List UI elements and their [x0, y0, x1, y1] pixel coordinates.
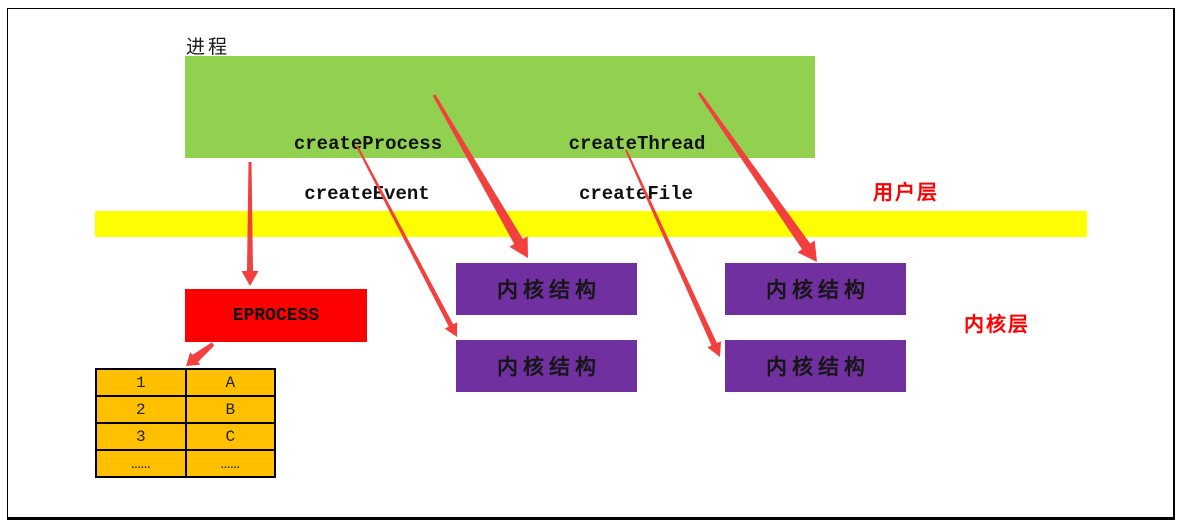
api-createfile-label: createFile — [578, 183, 694, 205]
kernel-struct-label: 内核结构 — [766, 278, 870, 302]
api-createevent-label: createEvent — [304, 183, 430, 205]
table-row: 3 C — [95, 422, 276, 451]
table-cell: B — [184, 395, 276, 424]
user-mode-box: createProcess createThread createEvent c… — [185, 56, 815, 204]
layer-boundary-band — [95, 211, 1087, 237]
kernel-struct-label: 内核结构 — [497, 355, 601, 379]
table-cell: 3 — [95, 422, 187, 451]
api-createprocess-label: createProcess — [293, 133, 443, 155]
table-row: 1 A — [95, 368, 276, 397]
handle-table: 1 A 2 B 3 C …… …… — [95, 368, 276, 478]
kernel-struct-label: 内核结构 — [497, 278, 601, 302]
kernel-struct-label: 内核结构 — [766, 355, 870, 379]
kernel-layer-label: 内核层 — [964, 314, 1030, 336]
kernel-struct-box-4: 内核结构 — [725, 340, 906, 392]
table-cell: …… — [184, 449, 276, 478]
table-cell: 2 — [95, 395, 187, 424]
table-cell: A — [184, 368, 276, 397]
table-row: …… …… — [95, 449, 276, 478]
kernel-struct-box-2: 内核结构 — [725, 263, 906, 315]
user-layer-label: 用户层 — [873, 182, 939, 204]
process-label: 进程 — [186, 37, 231, 58]
kernel-struct-box-3: 内核结构 — [456, 340, 637, 392]
kernel-struct-box-1: 内核结构 — [456, 263, 637, 315]
eprocess-box: EPROCESS — [185, 289, 367, 342]
table-row: 2 B — [95, 395, 276, 424]
table-cell: 1 — [95, 368, 187, 397]
outer-border — [7, 8, 1175, 520]
eprocess-label: EPROCESS — [232, 305, 320, 326]
table-cell: C — [184, 422, 276, 451]
api-createthread-label: createThread — [568, 133, 706, 155]
table-cell: …… — [95, 449, 187, 478]
